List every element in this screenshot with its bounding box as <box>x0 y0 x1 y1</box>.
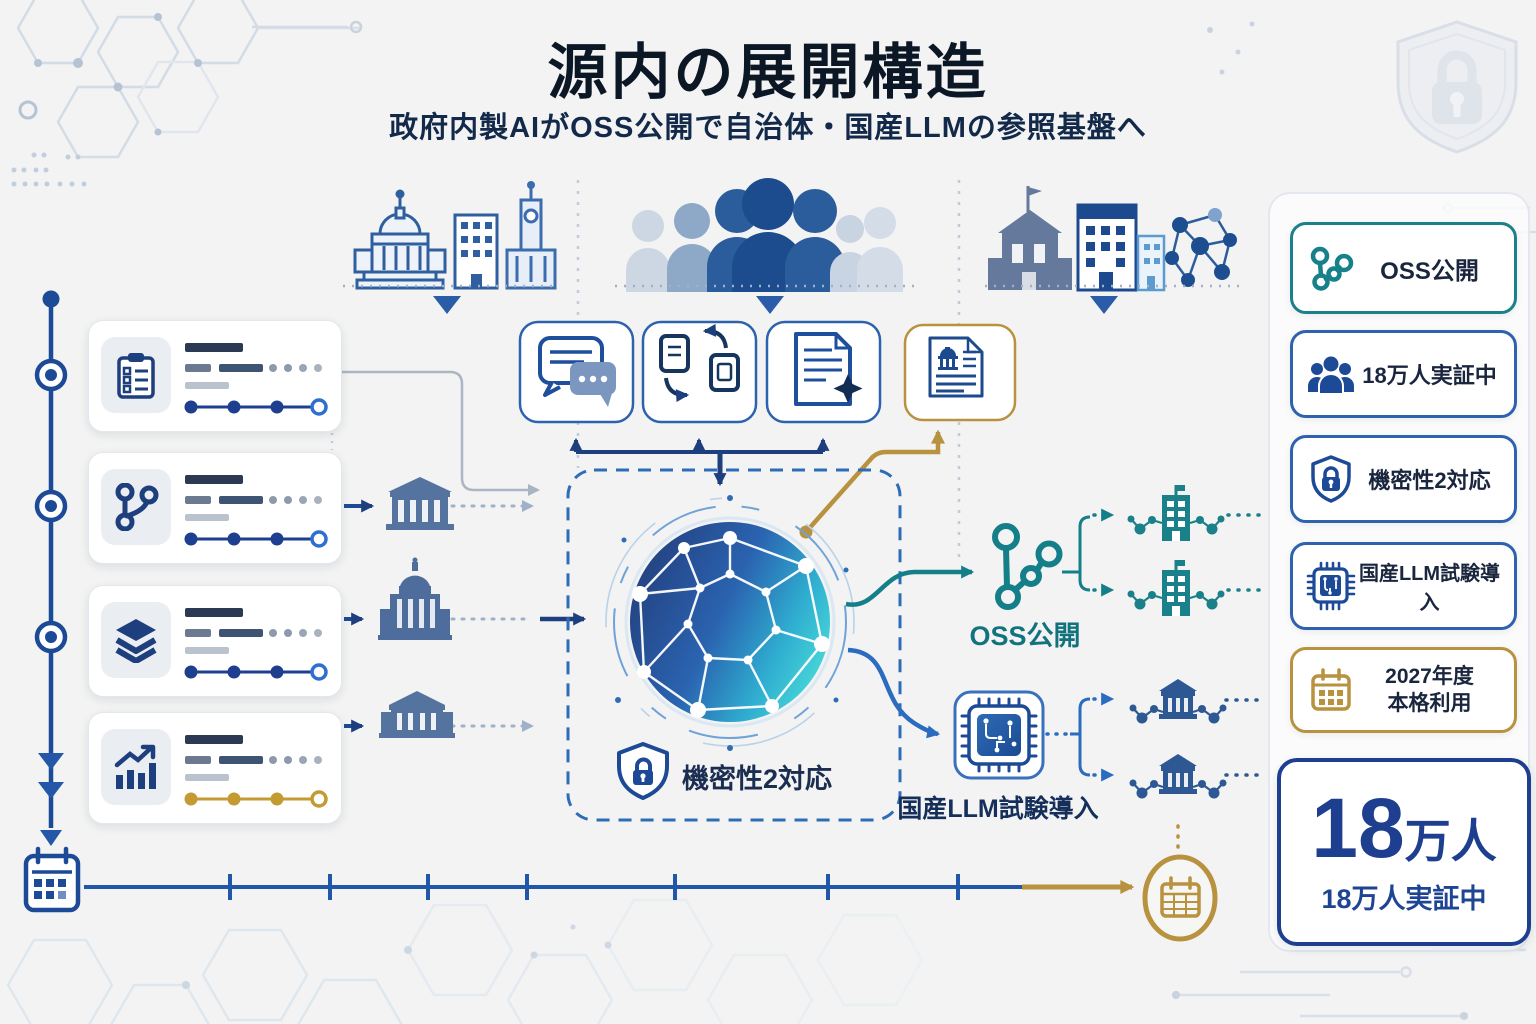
citizen-user-group-icon <box>615 178 915 314</box>
dots-top-right <box>1207 21 1255 75</box>
watermark-shield-icon <box>1396 20 1518 154</box>
clipboard-icon <box>101 337 171 413</box>
badge-label: 国産LLM試験導入 <box>1358 563 1501 614</box>
progress-track <box>184 530 328 548</box>
chat-box <box>518 320 635 424</box>
git-branch-icon <box>101 469 171 545</box>
toolbox-connectors <box>569 437 830 487</box>
oss-release-label: OSS公開 <box>969 621 1081 651</box>
down-arrow-municipality <box>1090 296 1118 314</box>
timeline-node <box>34 358 68 392</box>
status-dots <box>269 629 322 637</box>
government-buildings-icon <box>343 181 558 314</box>
capitol-building-icon <box>378 557 452 640</box>
progress-track <box>184 663 328 681</box>
source-card-requirements <box>88 320 342 432</box>
timeline-node <box>34 489 68 523</box>
badge-llm: 国産LLM試験導入 <box>1290 542 1517 630</box>
calendar-icon <box>1305 666 1357 714</box>
card-connectors <box>330 370 587 733</box>
oss-branch <box>845 483 1264 618</box>
badge-schedule: 2027年度 本格利用 <box>1290 647 1517 733</box>
dot-grid-top-left <box>11 152 87 187</box>
layers-icon <box>101 602 171 678</box>
stat-card-users: 18万人 18万人実証中 <box>1277 758 1531 946</box>
status-dots <box>269 364 322 372</box>
page-subtitle: 政府内製AIがOSS公開で自治体・国産LLMの参照基盤へ <box>389 112 1147 144</box>
institution-cluster-icon <box>1128 677 1228 725</box>
secure-zone-border <box>566 468 902 822</box>
municipality-network-icon <box>985 186 1240 314</box>
people-icon <box>1305 352 1357 396</box>
source-card-repository <box>88 452 342 564</box>
badge-security: 機密性2対応 <box>1290 435 1517 523</box>
institution-cluster-icon <box>1128 752 1228 800</box>
stat-unit: 万人 <box>1404 814 1497 867</box>
document-ai-box <box>765 320 882 424</box>
hex-dots-bottom-left <box>182 924 612 989</box>
llm-branch <box>847 647 1262 800</box>
chip-box <box>953 690 1045 780</box>
calendar-start-icon <box>23 846 81 913</box>
stat-number: 18 <box>1311 780 1405 875</box>
sync-box <box>641 320 758 424</box>
progress-track-gold <box>184 790 328 808</box>
institution-building-icon <box>379 691 455 738</box>
gov-doc-connector <box>799 429 945 539</box>
ai-network-globe <box>605 495 855 751</box>
timeline-node <box>34 620 68 654</box>
ministry-building-icon <box>386 477 454 530</box>
gov-document-box <box>903 323 1017 422</box>
status-dots <box>269 496 322 504</box>
stat-caption: 18万人実証中 <box>1321 883 1487 914</box>
down-arrow-gov <box>433 296 461 314</box>
llm-trial-label: 国産LLM試験導入 <box>897 795 1099 823</box>
bottom-timeline <box>23 824 1218 942</box>
municipality-cluster-icon <box>1126 483 1226 543</box>
shield-lock-icon <box>617 742 669 800</box>
badge-users: 18万人実証中 <box>1290 330 1517 418</box>
down-arrow-users <box>756 296 784 314</box>
growth-chart-icon <box>101 729 171 805</box>
source-card-metrics <box>88 712 342 824</box>
chip-icon <box>1305 561 1357 611</box>
security-level-label: 機密性2対応 <box>681 764 833 794</box>
hex-pattern-bottom-left <box>6 898 924 1024</box>
progress-track <box>184 398 328 416</box>
page-title: 源内の展開構造 <box>547 39 989 106</box>
circuit-top-left <box>252 20 363 34</box>
left-timeline <box>34 290 68 846</box>
badge-label: 2027年度 本格利用 <box>1385 664 1474 715</box>
card-text-bar <box>185 343 243 352</box>
git-branch-icon <box>992 523 1063 610</box>
git-branch-icon <box>1305 244 1357 292</box>
sparkle-icon <box>833 374 863 403</box>
calendar-goal-icon <box>1142 854 1218 942</box>
hex-dots-top-left <box>18 13 202 136</box>
badge-label: OSS公開 <box>1380 257 1479 285</box>
badge-label: 18万人実証中 <box>1362 363 1497 388</box>
badge-label: 機密性2対応 <box>1368 468 1491 493</box>
badge-oss: OSS公開 <box>1290 222 1517 314</box>
municipality-cluster-icon <box>1126 558 1226 618</box>
source-card-data-layers <box>88 585 342 697</box>
shield-lock-icon <box>1305 454 1357 504</box>
status-dots <box>269 756 322 764</box>
